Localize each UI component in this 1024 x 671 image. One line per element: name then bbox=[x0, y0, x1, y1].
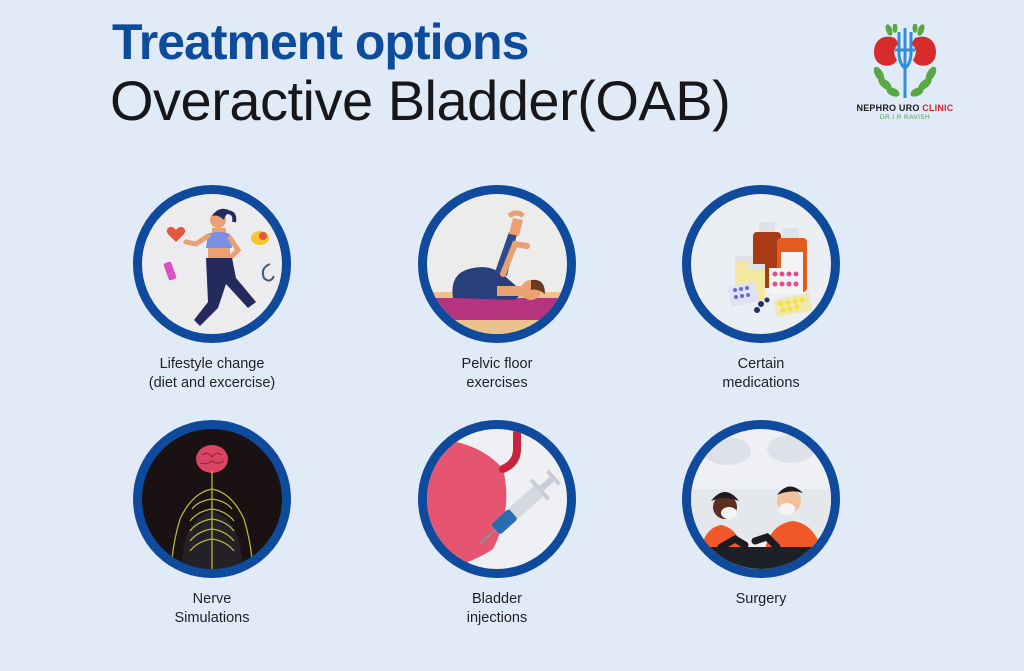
option-image-circle bbox=[418, 185, 576, 343]
option-certain-medications: Certain medications bbox=[661, 185, 861, 393]
option-image-circle bbox=[133, 420, 291, 578]
doctor-name: DR.I R RAVISH bbox=[879, 114, 931, 121]
title-treatment-options: Treatment options bbox=[112, 14, 529, 70]
medications-icon bbox=[727, 222, 813, 318]
running-woman-icon bbox=[163, 208, 275, 326]
option-surgery: Surgery bbox=[661, 420, 861, 609]
option-image-circle bbox=[682, 420, 840, 578]
clinic-name: NEPHRO URO CLINIC bbox=[856, 103, 954, 113]
option-bladder-injections: Bladder injections bbox=[397, 420, 597, 628]
option-label: Certain medications bbox=[722, 356, 800, 391]
option-label: Bladder injections bbox=[466, 591, 528, 626]
option-label: Lifestyle change (diet and excercise) bbox=[148, 356, 276, 391]
option-nerve-simulations: Nerve Simulations bbox=[112, 420, 312, 628]
nervous-system-icon bbox=[171, 445, 253, 569]
option-image-circle bbox=[133, 185, 291, 343]
bladder-injection-icon bbox=[427, 429, 561, 569]
option-image-circle bbox=[418, 420, 576, 578]
option-pelvic-floor-exercises: Pelvic floor exercises bbox=[397, 185, 597, 393]
option-label: Nerve Simulations bbox=[174, 591, 250, 626]
option-label: Pelvic floor exercises bbox=[461, 356, 533, 391]
clinic-logo: NEPHRO URO CLINIC DR.I R RAVISH bbox=[850, 24, 960, 124]
title-overactive-bladder: Overactive Bladder(OAB) bbox=[110, 69, 731, 132]
surgeons-icon bbox=[691, 435, 831, 569]
pelvic-exercise-icon bbox=[427, 210, 567, 334]
option-image-circle bbox=[682, 185, 840, 343]
kidney-logo-icon bbox=[873, 24, 937, 98]
option-label: Surgery bbox=[735, 591, 787, 607]
option-lifestyle-change: Lifestyle change (diet and excercise) bbox=[112, 185, 312, 393]
